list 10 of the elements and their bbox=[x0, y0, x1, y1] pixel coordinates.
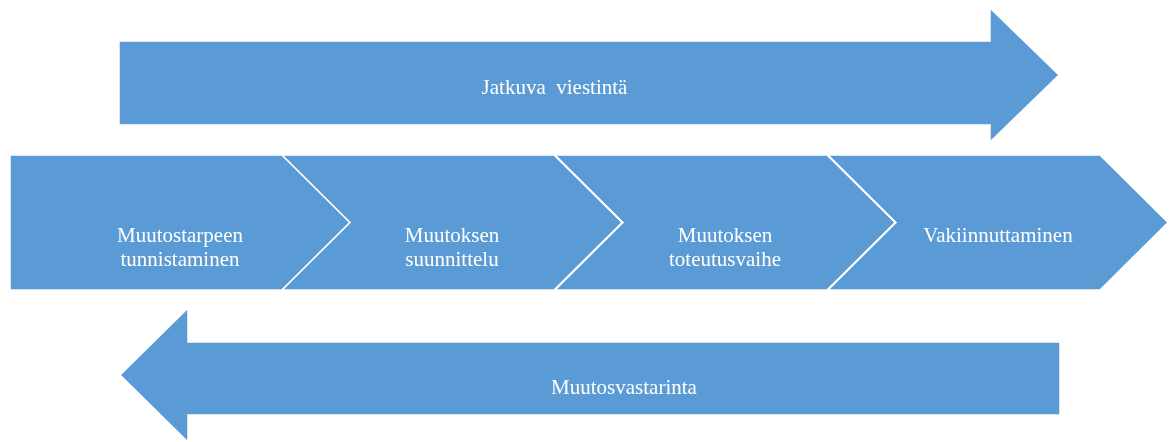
process-step bbox=[555, 155, 895, 290]
step-label: Vakiinnuttaminen bbox=[922, 222, 1074, 247]
process-step bbox=[282, 155, 622, 290]
step-label: Jatkuva viestintä bbox=[480, 75, 629, 99]
process-step bbox=[828, 155, 1168, 290]
step-label: Muutosvastarinta bbox=[550, 375, 698, 399]
step-label: Muutoksen suunnittelu bbox=[403, 222, 501, 271]
block-arrow bbox=[119, 8, 1059, 142]
block-arrow bbox=[120, 308, 1060, 442]
step-label: Muutoksen toteutusvaihe bbox=[668, 222, 782, 271]
